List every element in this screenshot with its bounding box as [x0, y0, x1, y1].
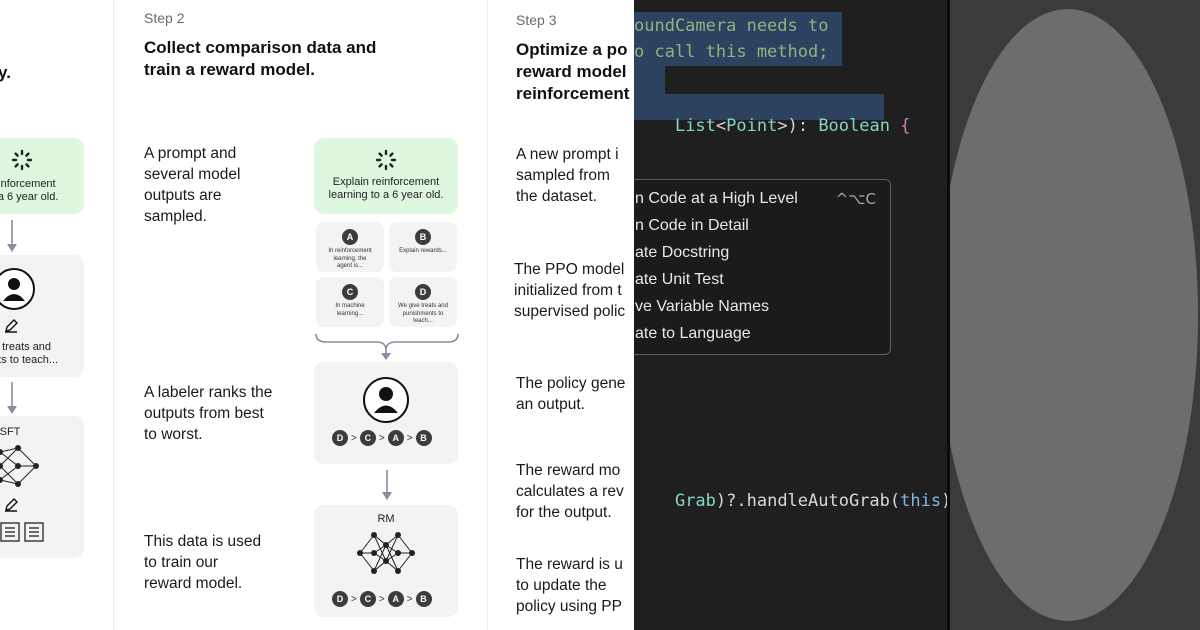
rank-separator: >	[351, 432, 357, 444]
rank-a: A	[387, 591, 404, 607]
pencil-icon	[5, 498, 18, 512]
sft-label: SFT	[0, 426, 21, 438]
code-token: Boolean	[818, 116, 890, 136]
rank-c: C	[359, 591, 376, 607]
code-token: Grab	[674, 491, 716, 511]
step2-labeler-card: D> C> A> B	[314, 362, 458, 464]
step3-text-ppo: The PPO model initialized from t supervi…	[514, 261, 626, 320]
step1-prompt-box: reinforcement to a 6 year old.	[0, 138, 84, 214]
rank-b: B	[415, 430, 432, 446]
output-text: Explain rewards...	[399, 248, 447, 254]
menu-item-generate-unit-test[interactable]: ate Unit Test	[635, 271, 724, 288]
code-token: >	[777, 116, 788, 136]
ranking-row: D> C> A> B	[332, 591, 432, 607]
step2-prompt-text: Explain reinforcement learning to a 6 ye…	[328, 176, 444, 201]
step1-sft-card: SFT	[0, 416, 84, 558]
output-text: We give treats and punishments to teach.…	[398, 303, 448, 324]
refresh-icon	[11, 149, 33, 171]
gray-disc-panel	[950, 0, 1200, 630]
step3-label: Step 3	[516, 12, 557, 28]
output-letter: A	[342, 229, 358, 245]
code-comment-line[interactable]: o call this method;	[634, 42, 829, 62]
step2-prompt-box: Explain reinforcement learning to a 6 ye…	[314, 138, 458, 214]
code-comment-line[interactable]: oundCamera needs to	[634, 16, 829, 36]
rank-a: A	[387, 430, 404, 446]
rank-separator: >	[378, 432, 385, 444]
output-text: In reinforcement learning, the agent is.…	[328, 248, 372, 269]
code-token: ):	[787, 116, 819, 136]
text-selection	[634, 94, 884, 120]
step2-text-train: This data is used to train our reward mo…	[144, 533, 262, 592]
step2-heading: Collect comparison data and train a rewa…	[144, 38, 377, 79]
code-editor[interactable]: oundCamera needs to o call this method; …	[634, 0, 950, 630]
step1-demo-text: e treats and ents to teach...	[0, 341, 59, 366]
neural-network-icon	[357, 532, 415, 574]
rank-separator: >	[351, 593, 357, 605]
menu-item-translate-to-language[interactable]: ate to Language	[635, 325, 751, 342]
step1-prompt-text: reinforcement to a 6 year old.	[0, 178, 59, 203]
arrow-down-icon	[382, 470, 392, 500]
rank-separator: >	[406, 432, 413, 444]
reward-model-card: RM D> C> A> B	[314, 505, 458, 617]
code-token: this	[900, 491, 942, 511]
menu-item-generate-docstring[interactable]: ate Docstring	[635, 244, 730, 261]
step3-text-policy: The policy gene an output.	[516, 375, 626, 413]
rlhf-diagram: y. reinforcement to a 6 year old. e trea…	[0, 0, 630, 630]
rank-d: D	[332, 591, 348, 607]
code-token: {	[889, 116, 911, 136]
step3-text-reward: The reward mo calculates a rev for the o…	[516, 462, 624, 521]
step1-labeler-card: e treats and ents to teach...	[0, 255, 84, 377]
step3-heading: Optimize a po reward model reinforcement	[516, 40, 630, 103]
menu-item-explain-detail[interactable]: n Code in Detail	[635, 217, 749, 234]
code-token: List	[674, 116, 716, 136]
rank-separator: >	[406, 593, 413, 605]
menu-item-improve-variable-names[interactable]: ve Variable Names	[635, 298, 769, 315]
code-token: Point	[726, 116, 778, 136]
output-text: In machine learning...	[335, 303, 365, 317]
text-selection	[634, 12, 842, 66]
code-token: )	[941, 491, 950, 511]
output-card-b: B Explain rewards...	[389, 222, 457, 272]
ranking-row: D> C> A> B	[332, 430, 432, 446]
context-menu: n Code at a High Level ^⌥C n Code in Det…	[634, 179, 891, 355]
rank-separator: >	[378, 593, 385, 605]
arrow-down-icon	[7, 220, 17, 252]
step3-text-update: The reward is u to update the policy usi…	[516, 556, 623, 615]
output-card-a: A In reinforcement learning, the agent i…	[316, 222, 384, 272]
document-icon	[0, 522, 44, 542]
menu-item-explain-high-level[interactable]: n Code at a High Level	[635, 190, 798, 207]
arrow-down-icon	[7, 382, 17, 414]
gray-disc	[950, 9, 1198, 621]
menu-shortcut: ^⌥C	[835, 190, 876, 208]
neural-network-icon	[0, 445, 39, 487]
rank-d: D	[332, 430, 348, 446]
output-card-c: C In machine learning...	[316, 277, 384, 327]
code-token: )?.handleAutoGrab(	[715, 491, 901, 511]
code-token: <	[715, 116, 727, 136]
person-icon	[0, 268, 35, 310]
step1-heading: y.	[0, 63, 11, 82]
output-card-d: D We give treats and punishments to teac…	[389, 277, 457, 327]
rank-b: B	[415, 591, 432, 607]
step2-text-labeler: A labeler ranks the outputs from best to…	[144, 384, 273, 443]
column-divider	[487, 0, 488, 630]
step2-text-sampled: A prompt and several model outputs are s…	[144, 145, 241, 225]
pencil-icon	[5, 319, 18, 333]
step3-text-prompt: A new prompt i sampled from the dataset.	[516, 146, 619, 205]
code-call-line[interactable]: Grab)?.handleAutoGrab(this)	[634, 471, 950, 531]
refresh-icon	[375, 149, 397, 171]
output-letter: D	[415, 284, 431, 300]
column-divider	[113, 0, 114, 630]
person-icon	[363, 377, 409, 423]
code-signature-line[interactable]: List<Point>): Boolean {	[634, 96, 911, 156]
output-letter: B	[415, 229, 431, 245]
output-letter: C	[342, 284, 358, 300]
text-selection	[634, 66, 665, 94]
bracket-arrow-icon	[315, 333, 459, 360]
step2-label: Step 2	[144, 10, 185, 26]
rank-c: C	[359, 430, 376, 446]
rm-label: RM	[377, 513, 395, 525]
